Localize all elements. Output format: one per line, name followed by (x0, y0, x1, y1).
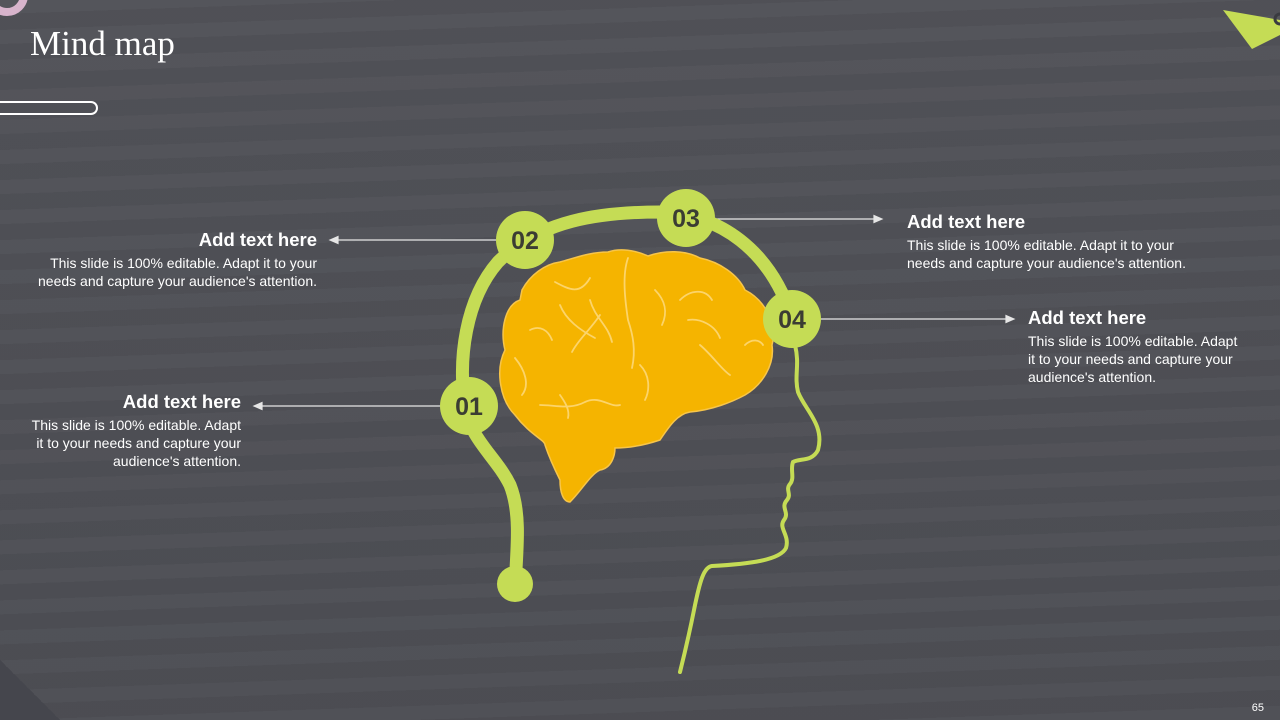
svg-text:03: 03 (672, 205, 700, 233)
text-block-04: Add text here This slide is 100% editabl… (1028, 307, 1268, 386)
node-04[interactable]: 04 (763, 290, 821, 348)
head-profile-icon (678, 343, 822, 674)
page-number: 65 (1251, 702, 1264, 714)
text-block-02: Add text here This slide is 100% editabl… (0, 229, 317, 290)
svg-text:04: 04 (778, 306, 806, 334)
node-01[interactable]: 01 (440, 377, 498, 435)
text-block-body: This slide is 100% editable. Adapt it to… (38, 255, 317, 289)
svg-text:01: 01 (455, 393, 483, 421)
node-02[interactable]: 02 (496, 211, 554, 269)
corner-shade-decoration (0, 660, 60, 720)
text-block-body: This slide is 100% editable. Adapt it to… (907, 237, 1186, 271)
connector-arrows (252, 214, 1016, 411)
title-underline-bar (0, 101, 98, 115)
text-block-body: This slide is 100% editable. Adapt it to… (1028, 333, 1238, 385)
slide-title: Mind map (30, 24, 175, 63)
text-block-01: Add text here This slide is 100% editabl… (1, 391, 241, 470)
svg-text:02: 02 (511, 227, 539, 255)
brain-icon (499, 249, 775, 503)
text-block-heading: Add text here (198, 229, 317, 250)
triangle-icon (1223, 10, 1280, 49)
text-block-body: This slide is 100% editable. Adapt it to… (31, 417, 241, 469)
text-block-03: Add text here This slide is 100% editabl… (907, 211, 1227, 272)
text-block-heading: Add text here (907, 211, 1026, 232)
text-block-heading: Add text here (1028, 307, 1147, 328)
text-block-heading: Add text here (122, 391, 241, 412)
node-03[interactable]: 03 (657, 189, 715, 247)
